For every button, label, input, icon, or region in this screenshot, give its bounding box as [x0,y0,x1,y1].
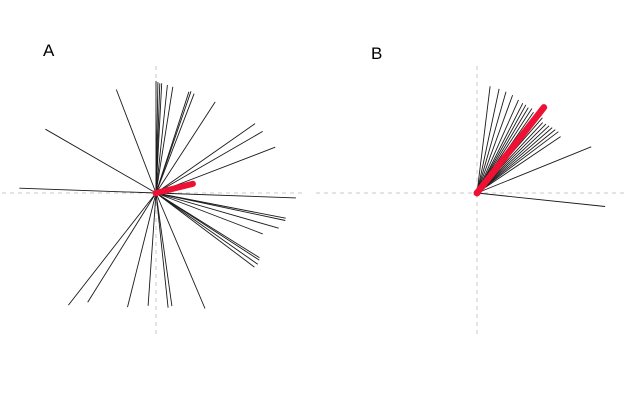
panel-a-ray [155,83,163,194]
panel-a-ray [147,192,157,306]
panel-b-origin-dot [473,189,481,197]
panel-a-ray [155,86,174,194]
panel-a-ray [155,192,260,261]
panel-a-ray [155,192,263,235]
panel-b-ray [476,146,592,194]
panel-b-ray [476,88,500,194]
panel-a-ray [155,192,279,229]
panel-b-ray [476,192,606,207]
panel-b-ray [476,129,556,194]
panel-a-ray [45,128,157,194]
panel-a-ray [155,101,216,194]
panel-a-ray [155,192,206,309]
panel-a-ray [68,192,157,306]
panel-a-ray [155,91,192,194]
panel-b: B [316,44,626,334]
panel-b-ray [476,136,561,194]
panel-a-ray [155,192,169,308]
panel-a-ray [115,89,157,194]
panel-a-ray [155,93,195,194]
panel-b-ray [476,99,519,194]
panel-a-ray [155,192,173,307]
panel-a-ray [127,192,157,308]
panel-a-ray [155,131,263,194]
panel-b-ray [476,131,559,194]
panel-a-ray [87,192,157,303]
panel-a-ray [155,192,259,265]
panel-b-mean-vector [473,104,548,197]
panel-a: A [2,41,305,334]
panel-b-ray [476,86,491,194]
panel-a-ray [19,187,157,194]
panel-a-label: A [43,41,55,60]
panel-a-origin-dot [152,189,160,197]
panel-b-ray [476,94,514,194]
panel-a-ray [155,84,168,194]
panel-a-ray [155,192,296,199]
panel-a-ray [155,192,286,221]
panel-a-mean-vector [153,180,196,196]
panel-a-ray [155,123,256,194]
panel-b-label: B [371,44,382,63]
panel-b-ray [476,91,507,194]
panel-a-rays [19,81,296,309]
panel-a-ray [155,192,255,268]
